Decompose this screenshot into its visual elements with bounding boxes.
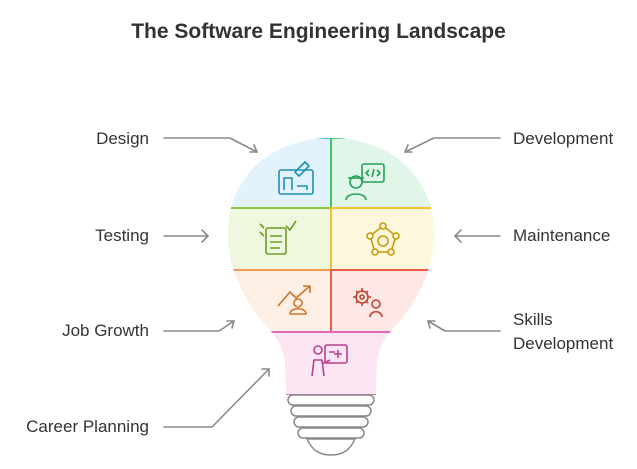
segment-maintenance — [330, 207, 435, 271]
label-maintenance: Maintenance — [513, 226, 611, 245]
blueprint-icon — [278, 161, 314, 195]
label-career-planning: Career Planning — [26, 417, 149, 436]
label-skills-development: Skills Development — [513, 310, 614, 353]
arrow-job-growth — [163, 320, 235, 332]
label-design: Design — [96, 129, 149, 148]
arrow-maintenance — [454, 229, 501, 243]
arrow-career-planning — [163, 368, 270, 428]
label-job-growth: Job Growth — [62, 321, 149, 340]
arrow-design — [163, 137, 258, 153]
checklist-icon — [259, 220, 297, 255]
presentation-icon — [311, 344, 348, 377]
segment-testing — [227, 207, 332, 271]
arrow-testing — [163, 229, 209, 243]
segment-design — [227, 138, 332, 209]
bulb-base — [287, 394, 375, 456]
connector-arrows — [163, 137, 501, 428]
segment-development — [330, 138, 435, 209]
arrow-development — [404, 137, 501, 153]
label-development: Development — [513, 129, 614, 148]
segment-job-growth — [227, 269, 332, 333]
label-testing: Testing — [95, 226, 149, 245]
arrow-skills-development — [427, 320, 501, 332]
growth-arrow-icon — [277, 285, 311, 315]
diagram-title: The Software Engineering Landscape — [131, 20, 506, 43]
coder-icon — [345, 163, 385, 201]
gear-network-icon — [366, 222, 400, 256]
gears-person-icon — [353, 288, 383, 318]
